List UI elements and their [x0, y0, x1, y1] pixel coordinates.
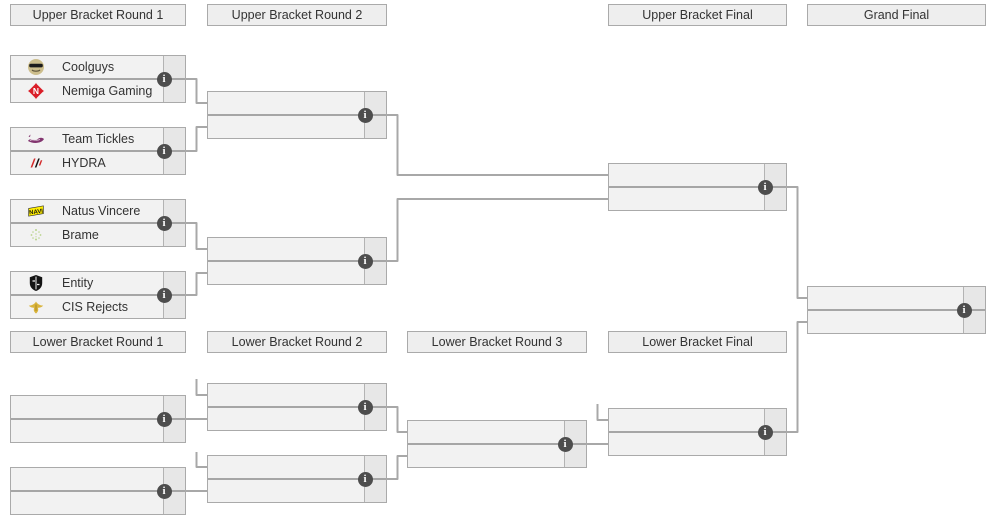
match-divider: [208, 114, 386, 116]
team-name: Coolguys: [62, 60, 115, 74]
match-grand-final: i: [807, 286, 986, 334]
nemiga-gaming-logo: N: [27, 82, 45, 100]
match-divider: [208, 406, 386, 408]
header-upper-bracket-round-1: Upper Bracket Round 1: [10, 4, 186, 26]
header-lower-bracket-final: Lower Bracket Final: [608, 331, 787, 353]
team-name: Natus Vincere: [62, 204, 141, 218]
match-ub-r1-2: Team Tickles HYDRA i: [10, 127, 186, 175]
match-lb-r3: i: [407, 420, 587, 468]
match-divider: [11, 294, 185, 296]
cis-rejects-logo: [27, 298, 45, 316]
match-info-icon[interactable]: i: [156, 411, 172, 427]
header-lower-bracket-round-1: Lower Bracket Round 1: [10, 331, 186, 353]
match-divider: [11, 78, 185, 80]
match-info-icon[interactable]: i: [757, 179, 773, 195]
match-info-icon[interactable]: i: [557, 436, 573, 452]
hydra-logo: [27, 154, 45, 172]
team-row[interactable]: NAVI Natus Vincere: [11, 200, 185, 222]
match-divider: [208, 260, 386, 262]
svg-text:N: N: [33, 86, 39, 96]
match-lb-final: i: [608, 408, 787, 456]
match-info-icon[interactable]: i: [956, 302, 972, 318]
team-row[interactable]: Team Tickles: [11, 128, 185, 150]
team-row[interactable]: HYDRA: [11, 152, 185, 174]
header-lower-bracket-round-2: Lower Bracket Round 2: [207, 331, 387, 353]
match-info-icon[interactable]: i: [156, 483, 172, 499]
match-divider: [11, 150, 185, 152]
match-info-icon[interactable]: i: [156, 215, 172, 231]
match-info-icon[interactable]: i: [156, 71, 172, 87]
match-info-icon[interactable]: i: [357, 399, 373, 415]
team-row[interactable]: Coolguys: [11, 56, 185, 78]
match-info-icon[interactable]: i: [156, 287, 172, 303]
team-row[interactable]: N Nemiga Gaming: [11, 80, 185, 102]
team-name: CIS Rejects: [62, 300, 128, 314]
match-divider: [408, 443, 586, 445]
match-divider: [208, 478, 386, 480]
match-ub-r2-1: i: [207, 91, 387, 139]
svg-text:NAVI: NAVI: [29, 209, 44, 217]
match-info-icon[interactable]: i: [156, 143, 172, 159]
match-lb-r1-1: i: [10, 395, 186, 443]
coolguys-logo: [27, 58, 45, 76]
header-grand-final: Grand Final: [807, 4, 986, 26]
match-lb-r2-2: i: [207, 455, 387, 503]
header-lower-bracket-round-3: Lower Bracket Round 3: [407, 331, 587, 353]
match-ub-r2-2: i: [207, 237, 387, 285]
team-name: Entity: [62, 276, 94, 290]
team-row[interactable]: Entity: [11, 272, 185, 294]
team-row[interactable]: CIS Rejects: [11, 296, 185, 318]
match-divider: [609, 186, 786, 188]
team-name: Nemiga Gaming: [62, 84, 153, 98]
team-name: Team Tickles: [62, 132, 135, 146]
match-divider: [609, 431, 786, 433]
natus-vincere-logo: NAVI: [27, 202, 45, 220]
match-ub-r1-3: NAVI Natus Vincere Brame i: [10, 199, 186, 247]
match-divider: [11, 222, 185, 224]
match-divider: [11, 490, 185, 492]
match-info-icon[interactable]: i: [357, 253, 373, 269]
entity-logo: [27, 274, 45, 292]
match-lb-r2-1: i: [207, 383, 387, 431]
match-divider: [11, 418, 185, 420]
match-divider: [808, 309, 985, 311]
match-ub-r1-1: Coolguys N Nemiga Gaming i: [10, 55, 186, 103]
match-lb-r1-2: i: [10, 467, 186, 515]
team-name: HYDRA: [62, 156, 106, 170]
match-ub-final: i: [608, 163, 787, 211]
header-upper-bracket-round-2: Upper Bracket Round 2: [207, 4, 387, 26]
match-info-icon[interactable]: i: [357, 471, 373, 487]
team-row[interactable]: Brame: [11, 224, 185, 246]
match-info-icon[interactable]: i: [357, 107, 373, 123]
team-tickles-logo: [27, 130, 45, 148]
match-info-icon[interactable]: i: [757, 424, 773, 440]
header-upper-bracket-final: Upper Bracket Final: [608, 4, 787, 26]
team-name: Brame: [62, 228, 99, 242]
brame-logo: [27, 226, 45, 244]
match-ub-r1-4: Entity CIS Rejects i: [10, 271, 186, 319]
